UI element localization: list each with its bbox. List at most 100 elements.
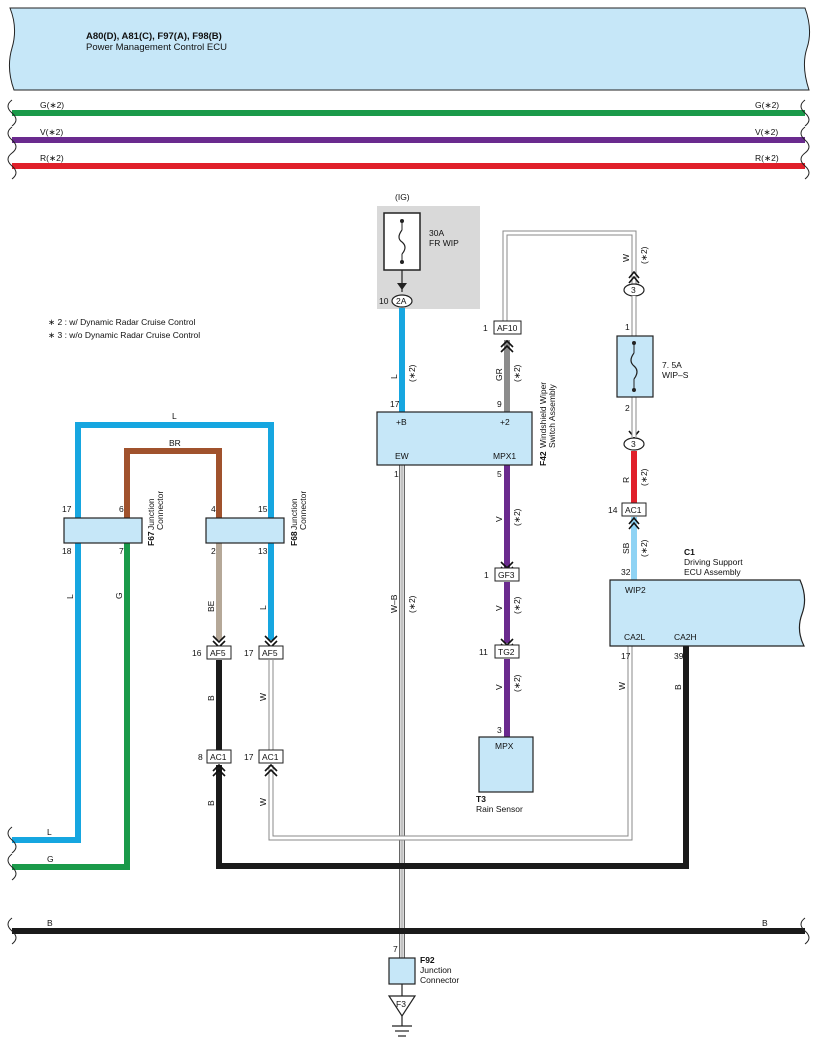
af5-a-label: AF5 [210, 648, 226, 658]
af10-pin: 1 [483, 323, 488, 333]
label-br: BR [169, 438, 181, 448]
fuse-fr-wip-supply: (IG) [395, 192, 410, 202]
fuse-wip-s: 7. 5A WIP–S 1 2 [616, 296, 689, 437]
label-l-f68: L [258, 605, 268, 610]
label-l-b-note: (∗2) [407, 364, 417, 382]
power-management-ecu: A80(D), A81(C), F97(A), F98(B) Power Man… [8, 7, 811, 91]
ecu-subtitle: Power Management Control ECU [86, 42, 227, 53]
label-bottom-l: L [47, 827, 52, 837]
f68-pin-15: 15 [258, 504, 268, 514]
gf3-label: GF3 [498, 570, 515, 580]
f68-junction-connector: 4 15 2 13 F68 Junction Connector [205, 491, 308, 556]
label-bottom-b-left: B [47, 918, 53, 928]
f42-wiper-switch: +B +2 EW MPX1 17 9 1 5 F42 Windshield Wi… [376, 382, 557, 479]
f42-name-2: Switch Assembly [547, 383, 557, 448]
f67-name-2: Connector [155, 491, 165, 530]
label-w-af5: W [258, 693, 268, 701]
fuse-wip-s-amps: 7. 5A [662, 360, 682, 370]
tg2-label: TG2 [498, 647, 515, 657]
label-r: R [621, 477, 631, 483]
f67-pin-6: 6 [119, 504, 124, 514]
label-v-3-note: (∗2) [512, 674, 522, 692]
f67-pin-18: 18 [62, 546, 72, 556]
label-l-b: L [389, 374, 399, 379]
f67-code: F67 [146, 531, 156, 546]
f68-pin-2: 2 [211, 546, 216, 556]
label-r-note: (∗2) [639, 468, 649, 486]
f42-pin-2: 9 [497, 399, 502, 409]
label-w-top: W [621, 254, 631, 262]
t3-name: Rain Sensor [476, 804, 523, 814]
bus-r-left-label: R(∗2) [40, 153, 64, 163]
f92-code: F92 [420, 955, 435, 965]
bus-lines: G(∗2) G(∗2) V(∗2) V(∗2) R(∗2) R(∗2) [7, 99, 810, 180]
c1-name-2: ECU Assembly [684, 567, 741, 577]
bus-v-left-label: V(∗2) [40, 127, 63, 137]
f42-name-1: Windshield Wiper [538, 382, 548, 448]
f42-terminal-2: +2 [500, 417, 510, 427]
tg2-pin: 11 [479, 647, 488, 657]
wires [7, 230, 810, 958]
label-w-b-note: (∗2) [407, 595, 417, 613]
label-sb-note: (∗2) [639, 539, 649, 557]
c1-name-1: Driving Support [684, 557, 743, 567]
label-be: BE [206, 600, 216, 612]
c1-driving-support-ecu: C1 Driving Support ECU Assembly WIP2 CA2… [609, 547, 806, 661]
label-l-left: L [65, 594, 75, 599]
f42-pin-ew: 1 [394, 469, 399, 479]
t3-pin: 3 [497, 725, 502, 735]
c1-terminal-ca2h: CA2H [674, 632, 697, 642]
t3-terminal: MPX [495, 741, 514, 751]
label-l-top: L [172, 411, 177, 421]
f68-pin-13: 13 [258, 546, 268, 556]
f67-junction-connector: 17 6 18 7 F67 Junction Connector [62, 491, 165, 556]
label-gr: GR [494, 368, 504, 381]
label-v-2-note: (∗2) [512, 596, 522, 614]
label-b-ca2h: B [673, 684, 683, 690]
fuse-fr-wip-pin: 10 [379, 296, 389, 306]
t3-code: T3 [476, 794, 486, 804]
wire-g-bottom [12, 543, 130, 870]
gf3-pin: 1 [484, 570, 489, 580]
label-v-2: V [494, 605, 504, 611]
f42-pin-mpx1: 5 [497, 469, 502, 479]
af5-a-pin: 16 [192, 648, 202, 658]
ac1-a-label: AC1 [210, 752, 227, 762]
c1-terminal-wip2: WIP2 [625, 585, 646, 595]
bus-r-right-label: R(∗2) [755, 153, 779, 163]
bus-break-left [7, 99, 17, 180]
f42-terminal-mpx1: MPX1 [493, 451, 516, 461]
fuse-wip-s-tag-bottom: 3 [631, 439, 636, 449]
wire-br [124, 448, 222, 518]
f92-name-2: Connector [420, 975, 459, 985]
c1-pin-32: 32 [621, 567, 631, 577]
label-sb: SB [621, 542, 631, 554]
fuse-fr-wip-connector: 2A [396, 296, 407, 306]
f67-pin-7: 7 [119, 546, 124, 556]
f68-code: F68 [289, 531, 299, 546]
note-2: ∗ 2 : w/ Dynamic Radar Cruise Control [48, 317, 196, 327]
wire-l-top [75, 422, 274, 518]
label-w-top-note: (∗2) [639, 246, 649, 264]
fuse-wip-s-pin-in: 1 [625, 322, 630, 332]
c1-pin-39: 39 [674, 651, 684, 661]
f92-junction-connector: 7 F92 Junction Connector F3 [387, 944, 459, 1037]
label-bottom-g: G [47, 854, 54, 864]
label-v-3: V [494, 684, 504, 690]
c1-pin-17: 17 [621, 651, 631, 661]
ground-icon [387, 995, 417, 1018]
c1-terminal-ca2l: CA2L [624, 632, 646, 642]
wire-l-bottom [12, 543, 81, 843]
label-w-ac1: W [258, 798, 268, 806]
ecu-title: A80(D), A81(C), F97(A), F98(B) [86, 31, 222, 42]
f68-name-2: Connector [298, 491, 308, 530]
f92-name-1: Junction [420, 965, 452, 975]
af10-label: AF10 [497, 323, 518, 333]
fuse-fr-wip: (IG) 30A FR WIP 2A 10 [377, 192, 480, 309]
af5-b-pin: 17 [244, 648, 254, 658]
bus-v-right-label: V(∗2) [755, 127, 778, 137]
c1-code: C1 [684, 547, 695, 557]
bus-g-left-label: G(∗2) [40, 100, 64, 110]
bus-break-right [800, 99, 810, 180]
f42-code: F42 [538, 451, 548, 466]
